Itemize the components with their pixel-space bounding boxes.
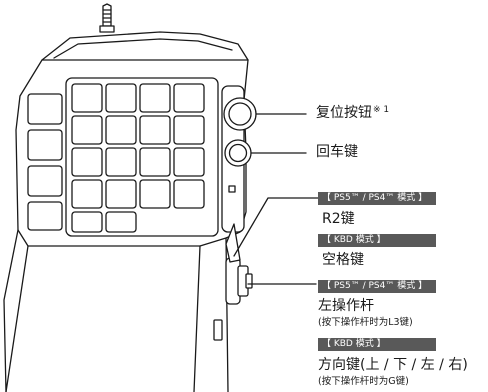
palm-rest xyxy=(5,237,229,392)
r2-mode-a-tag: 【 PS5™ / PS4™ 模式 】 xyxy=(318,192,436,205)
key xyxy=(71,115,103,145)
leader-r2 xyxy=(233,197,319,257)
key xyxy=(27,201,63,231)
enter-key-shape xyxy=(224,139,252,167)
r2-mode-b-label: 空格键 xyxy=(322,252,364,268)
r2-mode-a-label: R2键 xyxy=(322,211,355,227)
key xyxy=(105,147,137,177)
key xyxy=(27,165,63,197)
footnote-mark: ※ 1 xyxy=(373,105,390,115)
reset-button-shape xyxy=(223,97,257,131)
key xyxy=(173,115,205,145)
key-grid xyxy=(71,83,205,233)
stick-mode-a-note: (按下操作杆时为L3键) xyxy=(318,317,413,328)
key xyxy=(105,115,137,145)
reset-button-label: 复位按钮※ 1 xyxy=(316,105,390,121)
stick-mode-b-note: (按下操作杆时为G键) xyxy=(318,376,409,387)
r2-mode-b-tag: 【 KBD 模式 】 xyxy=(318,234,436,247)
key xyxy=(173,179,205,209)
key xyxy=(139,179,171,209)
device-top-rim xyxy=(41,31,249,61)
stick-mode-b-tag: 【 KBD 模式 】 xyxy=(318,338,436,351)
key xyxy=(71,179,103,209)
key xyxy=(71,83,103,113)
key xyxy=(27,129,63,161)
indicator-light xyxy=(228,185,236,193)
key xyxy=(139,83,171,113)
enter-key-label: 回车键 xyxy=(316,144,358,160)
left-keys xyxy=(27,93,63,231)
stick-mode-a-label: 左操作杆 xyxy=(318,298,374,314)
key xyxy=(139,147,171,177)
key xyxy=(105,179,137,209)
key xyxy=(139,115,171,145)
leader-lines xyxy=(233,113,319,285)
key xyxy=(71,147,103,177)
key xyxy=(27,93,63,125)
thumb-stick-shape xyxy=(213,257,253,341)
key xyxy=(173,147,205,177)
reset-button-text: 复位按钮 xyxy=(316,105,372,121)
key xyxy=(71,211,103,233)
stick-mode-b-label: 方向键(上 / 下 / 左 / 右) xyxy=(318,357,468,373)
key xyxy=(105,211,137,233)
stick-mode-a-tag: 【 PS5™ / PS4™ 模式 】 xyxy=(318,280,436,293)
cable xyxy=(99,3,115,33)
key xyxy=(173,83,205,113)
key xyxy=(105,83,137,113)
